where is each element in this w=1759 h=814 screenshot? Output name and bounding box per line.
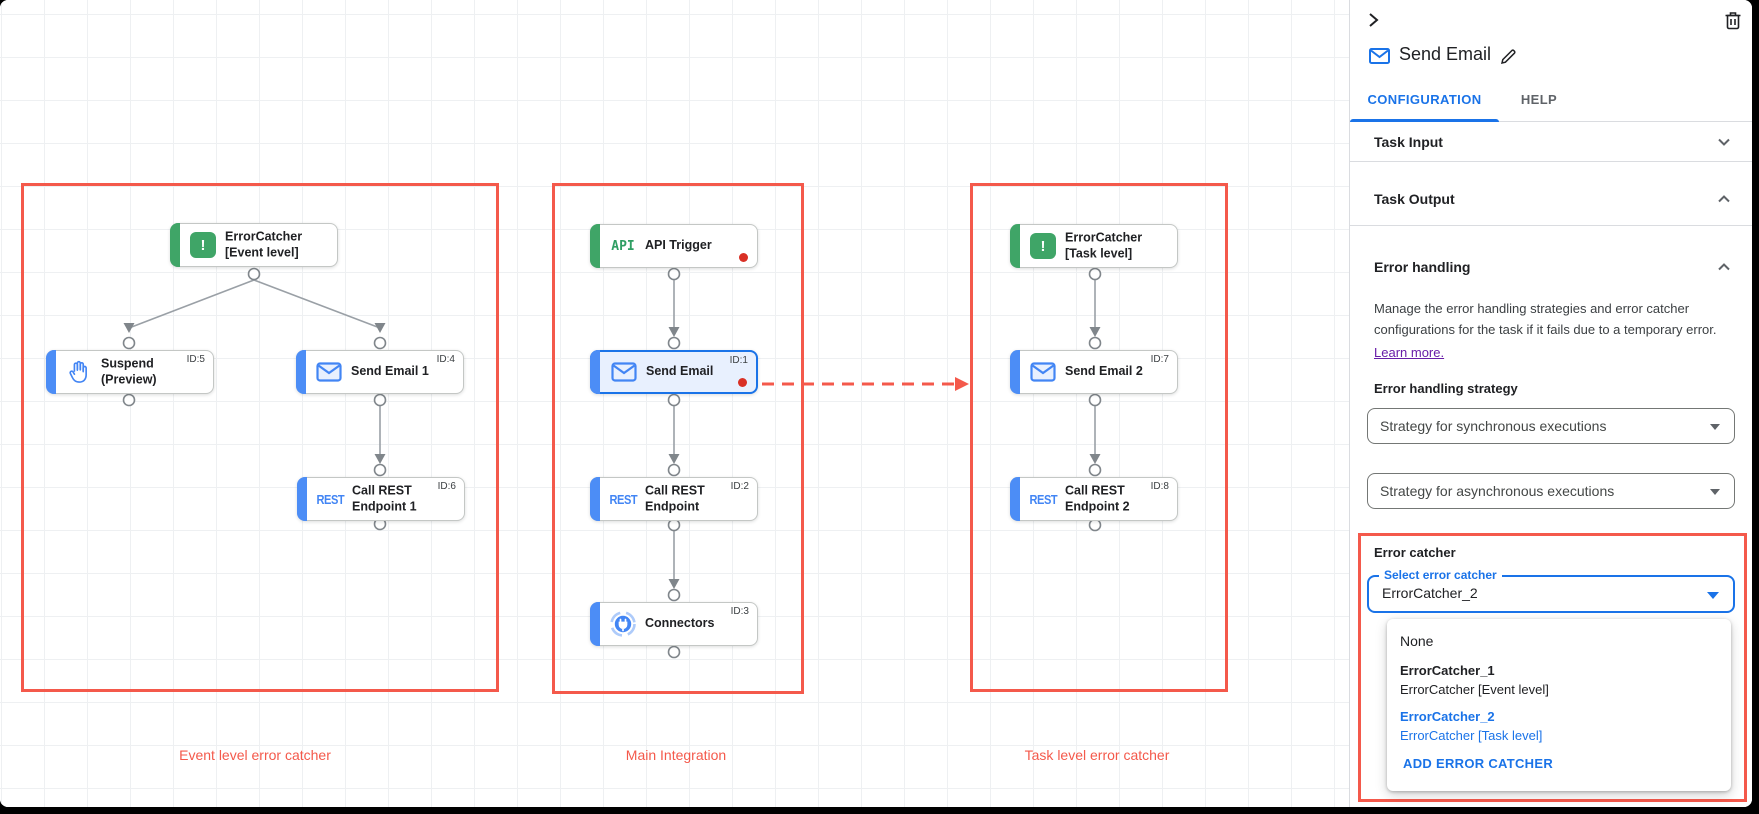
page-title: Send Email [1399, 44, 1492, 64]
connectors-icon [608, 610, 638, 638]
add-error-catcher-button[interactable]: ADD ERROR CATCHER [1403, 756, 1554, 771]
option-none[interactable]: None [1400, 633, 1434, 649]
edit-title-pencil-icon[interactable] [1500, 48, 1517, 65]
integration-canvas[interactable]: ! ErrorCatcher [Event level] Suspend (Pr… [0, 0, 1349, 807]
node-color-bar [590, 350, 600, 394]
main-integration-group-box [552, 183, 804, 694]
option-errorcatcher-2[interactable]: ErrorCatcher_2 ErrorCatcher [Task level] [1400, 709, 1543, 743]
node-color-bar [296, 350, 306, 394]
rest-icon: REST [609, 491, 637, 507]
node-color-bar [46, 350, 56, 394]
chevron-up-icon [1718, 263, 1730, 271]
error-catcher-label: Error catcher [1374, 545, 1456, 560]
chevron-down-icon [1718, 138, 1730, 146]
section-task-input[interactable]: Task Input [1350, 122, 1752, 162]
node-call-rest-endpoint[interactable]: REST Call REST Endpoint ID:2 [590, 477, 758, 521]
select-error-catcher-field[interactable]: Select error catcher ErrorCatcher_2 [1367, 568, 1735, 613]
panel-tabs: CONFIGURATION HELP [1350, 76, 1752, 122]
node-color-bar [1010, 477, 1020, 521]
error-handling-description: Manage the error handling strategies and… [1374, 298, 1726, 363]
error-handling-strategy-label: Error handling strategy [1374, 381, 1518, 397]
dropdown-caret-icon [1707, 592, 1719, 599]
suspend-hand-icon [64, 358, 94, 386]
error-catcher-highlight-box: Error catcher Select error catcher Error… [1358, 533, 1747, 802]
email-icon [314, 358, 344, 386]
learn-more-link[interactable]: Learn more. [1374, 345, 1445, 361]
node-connectors[interactable]: Connectors ID:3 [590, 602, 758, 646]
section-task-output[interactable]: Task Output [1350, 162, 1752, 226]
rest-icon: REST [1029, 491, 1057, 507]
error-catcher-dashed-arrow [762, 377, 969, 391]
tab-help[interactable]: HELP [1520, 92, 1558, 107]
node-errorcatcher-task-level[interactable]: ! ErrorCatcher [Task level] [1010, 224, 1178, 268]
node-call-rest-endpoint-1[interactable]: REST Call REST Endpoint 1 ID:6 [297, 477, 465, 521]
rest-icon: REST [316, 491, 344, 507]
node-errorcatcher-event-level[interactable]: ! ErrorCatcher [Event level] [170, 223, 338, 267]
error-catcher-icon: ! [1028, 232, 1058, 260]
error-catcher-dropdown-menu: None ErrorCatcher_1 ErrorCatcher [Event … [1387, 619, 1731, 791]
caption-main-integration: Main Integration [625, 747, 727, 763]
edge-layer [122, 267, 1102, 659]
active-tab-underline [1350, 119, 1499, 122]
node-color-bar [1010, 224, 1020, 268]
caption-event-level: Event level error catcher [179, 747, 331, 763]
task-level-group-box [970, 183, 1228, 692]
error-dot [739, 253, 748, 262]
dropdown-caret-icon [1710, 489, 1720, 496]
task-config-panel: Send Email CONFIGURATION HELP Task Input… [1349, 0, 1752, 807]
caption-task-level: Task level error catcher [1024, 747, 1170, 763]
sync-strategy-select[interactable]: Strategy for synchronous executions [1367, 408, 1735, 445]
node-api-trigger[interactable]: API API Trigger [590, 224, 758, 268]
api-icon: API [611, 238, 635, 254]
node-send-email-2[interactable]: Send Email 2 ID:7 [1010, 350, 1178, 394]
select-error-catcher-floating-label: Select error catcher [1379, 568, 1502, 582]
async-strategy-select[interactable]: Strategy for asynchronous executions [1367, 473, 1735, 510]
select-error-catcher-value: ErrorCatcher_2 [1382, 585, 1478, 601]
node-color-bar [297, 477, 307, 521]
panel-title-row: Send Email [1350, 40, 1752, 76]
node-send-email-selected[interactable]: Send Email ID:1 [590, 350, 758, 394]
node-color-bar [590, 602, 600, 646]
panel-header [1350, 0, 1752, 40]
node-color-bar [1010, 350, 1020, 394]
email-icon [1369, 48, 1390, 64]
node-color-bar [590, 224, 600, 268]
error-dot [738, 378, 747, 387]
node-color-bar [590, 477, 600, 521]
dropdown-caret-icon [1710, 424, 1720, 431]
node-color-bar [170, 223, 180, 267]
section-error-handling[interactable]: Error handling [1350, 226, 1752, 286]
email-icon [609, 358, 639, 386]
option-errorcatcher-1[interactable]: ErrorCatcher_1 ErrorCatcher [Event level… [1400, 663, 1549, 697]
event-level-group-box [21, 183, 499, 692]
delete-task-icon[interactable] [1724, 10, 1742, 30]
node-call-rest-endpoint-2[interactable]: REST Call REST Endpoint 2 ID:8 [1010, 477, 1178, 521]
node-send-email-1[interactable]: Send Email 1 ID:4 [296, 350, 464, 394]
collapse-panel-icon[interactable] [1364, 11, 1382, 29]
node-suspend[interactable]: Suspend (Preview) ID:5 [46, 350, 214, 394]
email-icon [1028, 358, 1058, 386]
tab-configuration[interactable]: CONFIGURATION [1367, 92, 1482, 107]
chevron-up-icon [1718, 194, 1730, 203]
error-catcher-icon: ! [188, 231, 218, 259]
